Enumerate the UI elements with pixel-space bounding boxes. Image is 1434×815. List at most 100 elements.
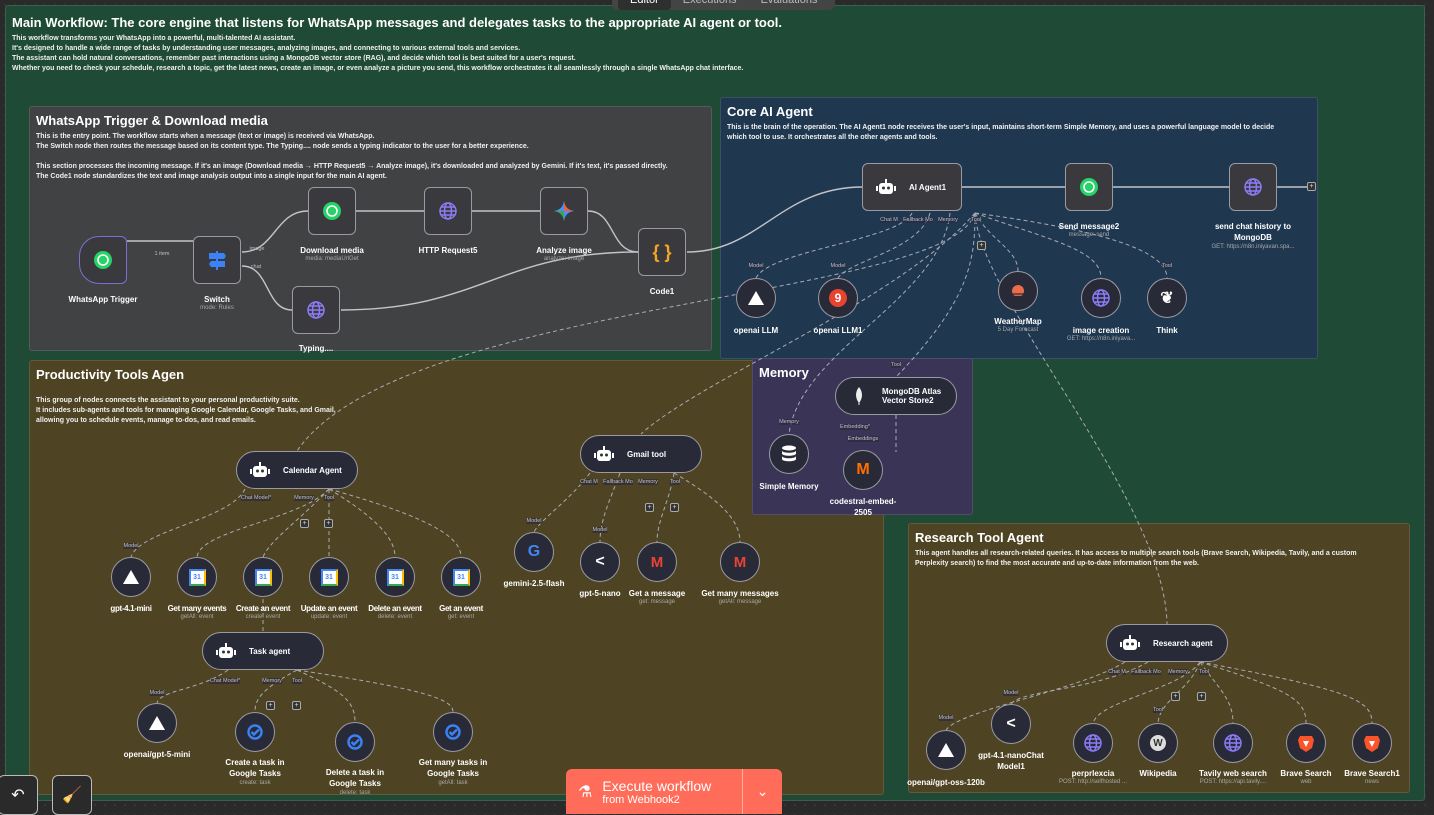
globe-icon	[437, 200, 459, 222]
node-weather[interactable]	[998, 271, 1038, 311]
node-codestral[interactable]: M	[843, 450, 883, 490]
node-analyze[interactable]	[540, 187, 588, 235]
add-connection-button[interactable]: +	[670, 503, 679, 512]
node-gptoss[interactable]	[926, 730, 966, 770]
add-connection-button[interactable]: +	[266, 701, 275, 710]
node-getmanymsg[interactable]: M	[720, 542, 760, 582]
node-label: Delete a task in Google Tasks	[325, 768, 385, 788]
add-connection-button[interactable]: +	[292, 701, 301, 710]
node-label: HTTP Request5	[418, 246, 478, 255]
gemini-icon	[553, 200, 575, 222]
node-calendar[interactable]: Calendar Agent	[236, 451, 358, 489]
node-gemini25[interactable]: G	[514, 532, 554, 572]
node-imgcreate[interactable]	[1081, 278, 1121, 318]
port-label: Memory	[938, 217, 958, 223]
port-label: Model	[149, 690, 165, 696]
node-http5[interactable]	[424, 187, 472, 235]
node-gpt5nano[interactable]: <	[580, 542, 620, 582]
node-createev[interactable]: 31	[243, 557, 283, 597]
node-getmsg[interactable]: M	[637, 542, 677, 582]
add-connection-button[interactable]: +	[324, 519, 333, 528]
node-gmail[interactable]: Gmail tool	[580, 435, 702, 473]
whatsapp-icon	[1078, 176, 1100, 198]
add-connection-button[interactable]: +	[300, 519, 309, 528]
node-simplemem[interactable]	[769, 434, 809, 474]
brave-icon	[1295, 732, 1317, 754]
group-title: Research Tool Agent	[915, 530, 1044, 545]
node-gpt41nano[interactable]: <	[991, 704, 1031, 744]
globe-icon	[305, 299, 327, 321]
port-label: Tool	[1198, 669, 1210, 675]
node-updateev[interactable]: 31	[309, 557, 349, 597]
brain-icon: ❦	[1160, 290, 1174, 307]
node-subtitle: update: event	[310, 614, 348, 620]
google-calendar-icon: 31	[186, 566, 208, 588]
undo-button[interactable]: ↶	[0, 775, 38, 815]
whatsapp-icon	[92, 249, 114, 271]
add-connection-button[interactable]: +	[977, 241, 986, 250]
port-label: Fallback Mo	[603, 479, 633, 485]
broom-icon: 🧹	[62, 787, 82, 804]
node-wa_trigger[interactable]	[79, 236, 127, 284]
node-label: Research agent	[1153, 638, 1213, 648]
node-send2[interactable]	[1065, 163, 1113, 211]
node-subtitle: 5 Day Forecast	[997, 327, 1039, 333]
port-label: Tool	[323, 495, 335, 501]
node-subtitle: GET: https://n8n.iniyava...	[1066, 336, 1136, 342]
port-label: Memory	[779, 419, 799, 425]
node-gpt5mini[interactable]	[137, 703, 177, 743]
tidy-up-button[interactable]: 🧹	[52, 775, 92, 815]
node-label: Get many messages	[701, 589, 779, 598]
node-deleteev[interactable]: 31	[375, 557, 415, 597]
node-createtask[interactable]	[235, 712, 275, 752]
node-brave[interactable]	[1286, 723, 1326, 763]
description-line: This agent handles all research-related …	[915, 550, 1357, 557]
node-subtitle: POST: https://api.tavily....	[1199, 779, 1267, 785]
node-label: Download media	[300, 246, 364, 255]
node-label: gpt-4.1-mini	[110, 604, 152, 613]
tab-editor[interactable]: Editor	[618, 0, 671, 10]
node-wikipedia[interactable]: W	[1138, 723, 1178, 763]
port-label: Model	[592, 527, 608, 533]
node-llm1[interactable]: 9	[818, 278, 858, 318]
node-mongo_http[interactable]	[1229, 163, 1277, 211]
node-switch[interactable]	[193, 236, 241, 284]
node-task[interactable]: Task agent	[202, 632, 324, 670]
tab-executions[interactable]: Executions	[682, 0, 737, 6]
node-label: Brave Search	[1280, 769, 1332, 778]
node-perplexity[interactable]	[1073, 723, 1113, 763]
node-getev[interactable]: 31	[441, 557, 481, 597]
port-label: Tool	[970, 217, 982, 223]
google-tasks-icon	[442, 721, 464, 743]
node-tavily[interactable]	[1213, 723, 1253, 763]
node-deletetask[interactable]	[335, 722, 375, 762]
execute-dropdown-button[interactable]: ⌄	[742, 769, 782, 814]
node-code1[interactable]: { }	[638, 228, 686, 276]
node-typing[interactable]	[292, 286, 340, 334]
node-mongo_vs[interactable]: MongoDB Atlas Vector Store2	[835, 377, 957, 415]
mongodb-leaf-icon	[848, 385, 870, 407]
node-agent1[interactable]: AI Agent1	[862, 163, 962, 211]
node-think[interactable]: ❦	[1147, 278, 1187, 318]
tab-evaluations[interactable]: Evaluations	[760, 0, 818, 6]
node-research[interactable]: Research agent	[1106, 624, 1228, 662]
add-connection-button[interactable]: +	[1171, 692, 1180, 701]
port-label: Tool	[669, 479, 681, 485]
node-subtitle: getAll: message	[718, 599, 762, 605]
add-connection-button[interactable]: +	[1307, 182, 1316, 191]
openai-icon	[120, 566, 142, 588]
node-subtitle: get: event	[447, 614, 475, 620]
node-download[interactable]	[308, 187, 356, 235]
description-line: allowing you to schedule events, manage …	[36, 417, 256, 424]
add-connection-button[interactable]: +	[1197, 692, 1206, 701]
node-gpt41mini[interactable]	[111, 557, 151, 597]
node-brave1[interactable]	[1352, 723, 1392, 763]
google-calendar-icon: 31	[450, 566, 472, 588]
node-getmanyev[interactable]: 31	[177, 557, 217, 597]
node-getmanytask[interactable]	[433, 712, 473, 752]
wikipedia-icon: W	[1147, 732, 1169, 754]
node-llm[interactable]	[736, 278, 776, 318]
node-label: MongoDB Atlas Vector Store2	[882, 387, 942, 405]
add-connection-button[interactable]: +	[645, 503, 654, 512]
